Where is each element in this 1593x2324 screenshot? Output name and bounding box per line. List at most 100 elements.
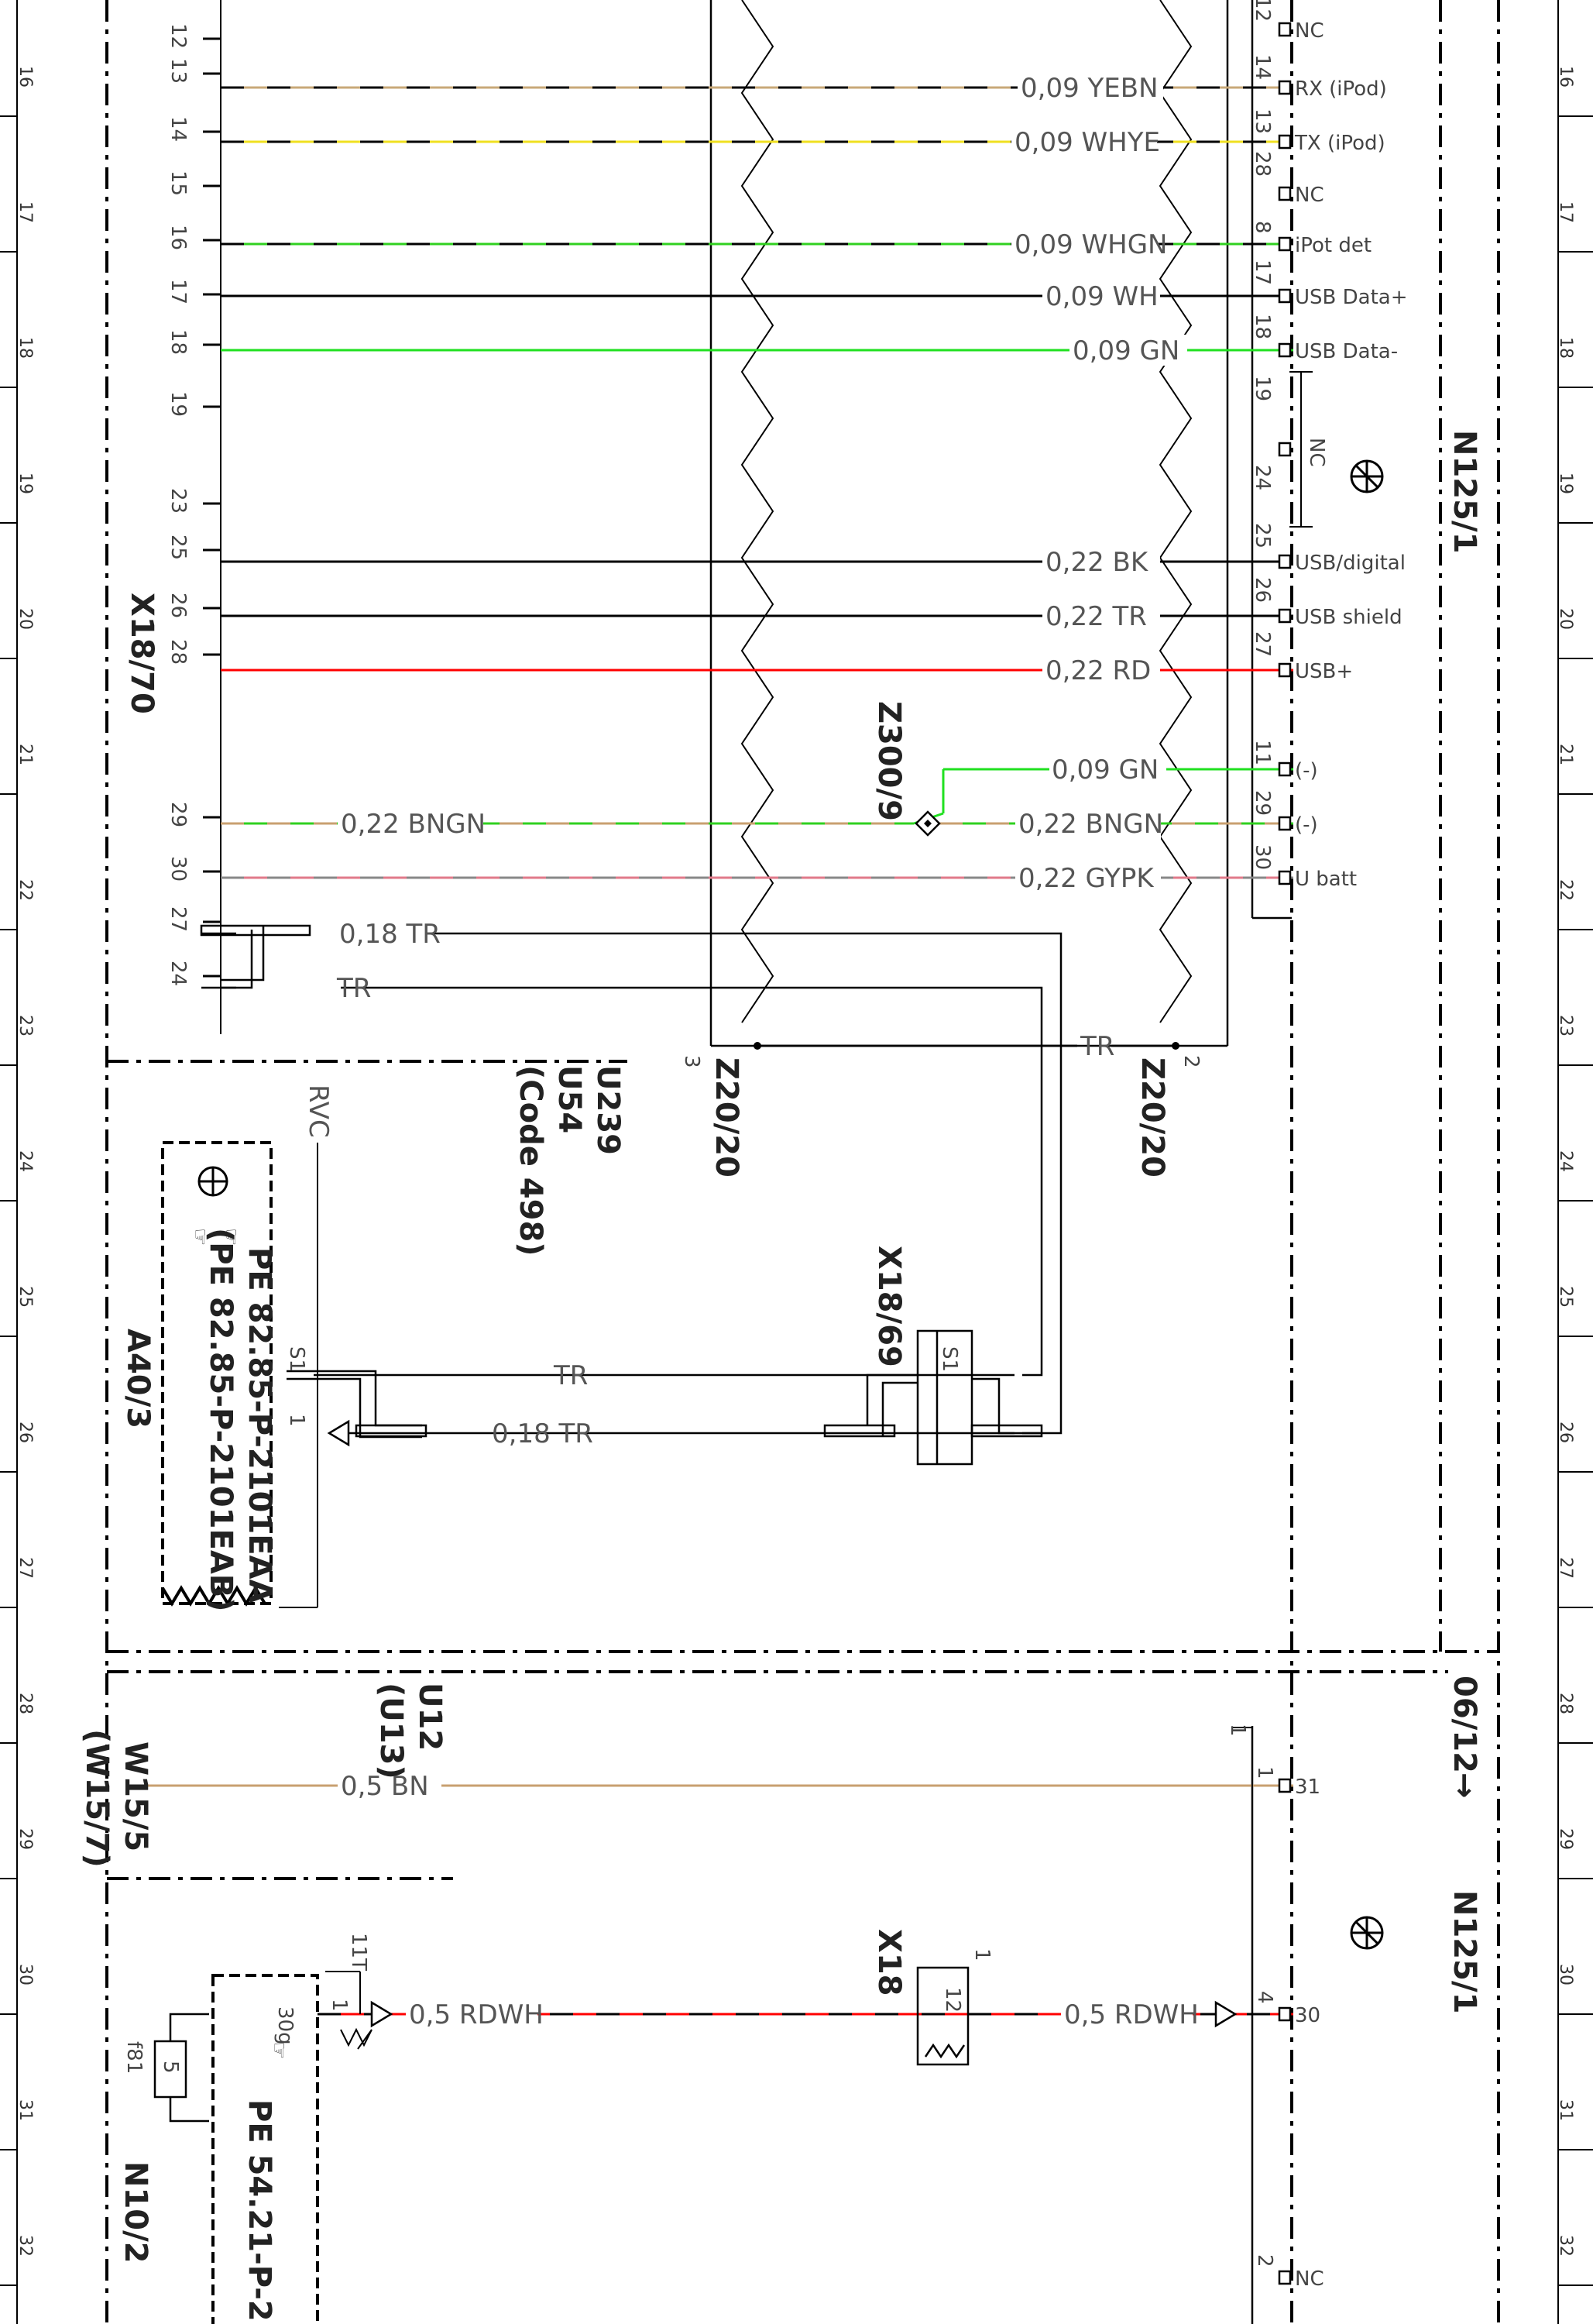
terminal-label: USB/digital (1295, 552, 1406, 575)
x1870-pin-number: 24 (167, 961, 190, 986)
grid-number-left: 30 (15, 1964, 35, 1985)
grid-number-left: 17 (15, 201, 35, 223)
arrow-icon (1214, 2000, 1238, 2028)
x1870-pin-number: 28 (167, 639, 190, 665)
n1251-bottom-frame (1233, 1727, 1253, 2324)
n1251-pin-number: 25 (1251, 523, 1274, 548)
grid-number-left: 29 (15, 1828, 35, 1850)
hand-icon: ☞ (267, 2041, 290, 2059)
wire-label: 0,22 GYPK (1018, 863, 1155, 894)
grid-number-right: 18 (1556, 337, 1575, 359)
wire-label: 0,09 WHGN (1015, 229, 1167, 260)
x1870-pin-number: 30 (167, 856, 190, 882)
x18-label: X18 (871, 1929, 907, 1996)
code498-label: (Code 498) (513, 1065, 548, 1257)
wire-label: 0,09 GN (1073, 335, 1179, 366)
n1251-pin-number: 26 (1251, 577, 1274, 603)
wire-label: TR (336, 973, 371, 1004)
grid-number-left: 20 (15, 608, 35, 630)
n1251-camera-icon (1350, 459, 1384, 493)
n102-label: N10/2 (118, 2161, 153, 2264)
n1251-lower-camera-icon (1350, 1916, 1384, 1950)
ref-0612-label: 06/12 (1447, 1676, 1482, 1773)
t11-resistor (325, 1971, 373, 2050)
grid-number-left: 19 (15, 473, 35, 494)
n1251-pin-number: 14 (1251, 54, 1274, 80)
wire (221, 546, 1293, 577)
n1251-pin-number: 18 (1251, 314, 1274, 339)
wire (221, 600, 1293, 631)
arrow-icon (327, 1419, 350, 1447)
x1870-pin-number: 17 (167, 279, 190, 304)
n1251-pin-number: 24 (1251, 465, 1274, 490)
x1870-pin-number: 25 (167, 535, 190, 560)
x18-connector (916, 1966, 970, 2066)
wire (221, 280, 1293, 311)
terminal-label: NC (1295, 184, 1324, 207)
x1869-connector (825, 1329, 1015, 1466)
wire-label: 0,09 WHYE (1015, 127, 1160, 158)
wire (221, 126, 1293, 157)
x18-pin-12: 12 (941, 1987, 964, 2013)
terminal-label: NC (1295, 19, 1324, 43)
grid-number-right: 19 (1556, 473, 1575, 494)
pe-ref-3: PE 54.21-P-2108 (242, 2099, 277, 2324)
wire (318, 1999, 1293, 2030)
grid-number-left: 26 (15, 1422, 35, 1443)
grid-number-right: 32 (1556, 2235, 1575, 2257)
wire (221, 229, 1293, 260)
z2020-right-pin: 2 (1179, 1055, 1203, 1068)
grid-number-left: 18 (15, 337, 35, 359)
terminal-label: RX (iPod) (1295, 77, 1387, 101)
wire-label: 0,22 BNGN (341, 809, 486, 840)
wire-label: 0,18 TR (492, 1418, 593, 1449)
n1251-top-label: N125/1 (1447, 430, 1482, 553)
grid-number-right: 26 (1556, 1422, 1575, 1443)
w157-label: (W15/7) (79, 1729, 115, 1868)
grid-number-left: 28 (15, 1693, 35, 1714)
grid-number-right: 31 (1556, 2099, 1575, 2121)
x1870-pin-number: 15 (167, 170, 190, 196)
grid-number-left: 31 (15, 2099, 35, 2121)
wire (939, 808, 1293, 839)
n1251-pin-number: 28 (1251, 151, 1274, 177)
grid-number-left: 22 (15, 879, 35, 901)
n1251-pin-number: 13 (1251, 108, 1274, 134)
z3009-splice (913, 768, 1049, 837)
grid-number-left: 21 (15, 744, 35, 765)
wire (1049, 754, 1293, 785)
rvc-label: RVC (303, 1085, 334, 1138)
hand-icon: ☞ (188, 1228, 211, 1246)
u13-label: (U13) (373, 1683, 409, 1779)
n1251-pin-number: 11 (1251, 740, 1274, 765)
x1870-pin-number: 14 (167, 116, 190, 142)
x1870-pin-number: 19 (167, 391, 190, 417)
wire (221, 862, 1293, 893)
grid-number-left: 24 (15, 1150, 35, 1172)
grid-number-left: 16 (15, 66, 35, 88)
wire-label: TR (1080, 1031, 1114, 1062)
t30g-label: 30g (273, 2006, 297, 2045)
grid-number-right: 17 (1556, 201, 1575, 223)
wire (221, 335, 1293, 366)
grid-number-right: 16 (1556, 66, 1575, 88)
a403-pin-1: 1 (285, 1414, 308, 1427)
x18-pin-1: 1 (970, 1948, 994, 1961)
terminal-label: USB shield (1295, 606, 1402, 629)
wire-label: 0,09 WH (1045, 281, 1159, 312)
x1870-pin-number: 26 (167, 593, 190, 618)
n102-module-box (211, 1974, 319, 2324)
x1870-pin-number: 13 (167, 58, 190, 84)
f81-pin-label: 5 (159, 2061, 182, 2074)
terminal-label: TX (iPod) (1294, 132, 1385, 155)
x1870-label: X18/70 (124, 593, 160, 714)
z2020-left-label: Z20/20 (709, 1057, 744, 1177)
wire-label: TR (553, 1360, 588, 1391)
camera-symbol-icon (197, 1166, 228, 1197)
wire-label: 0,5 RDWH (1064, 1999, 1199, 2030)
wire-label: 0,5 BN (341, 1771, 429, 1802)
wire-label: 0,22 BK (1045, 547, 1149, 578)
